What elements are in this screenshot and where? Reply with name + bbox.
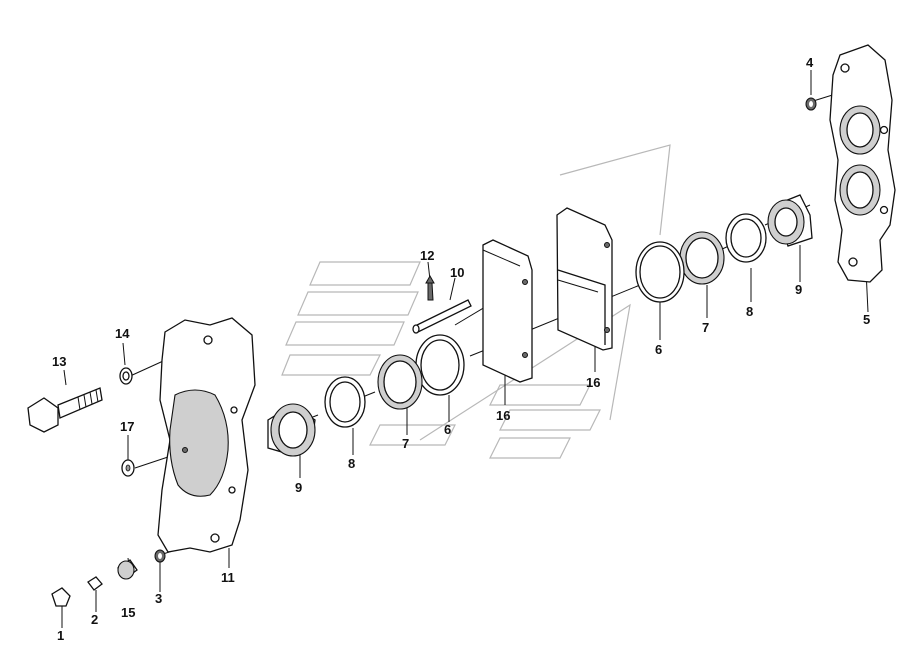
cap-1: [51, 587, 71, 607]
washer-17: [121, 459, 135, 477]
callout-4: 4: [806, 55, 814, 70]
callout-12: 12: [420, 248, 434, 263]
caliper-half-left: [157, 317, 256, 553]
caliper-half-right: [829, 44, 896, 283]
callout-3: 3: [155, 591, 162, 606]
callout-7-left: 7: [402, 436, 409, 451]
ring-8-left: [324, 376, 366, 428]
clip-12: [425, 274, 435, 301]
ring-8-right: [725, 213, 767, 263]
callout-9-left: 9: [295, 480, 302, 495]
callout-13: 13: [52, 354, 66, 369]
screw-2: [87, 576, 103, 591]
bleeder-15: [117, 559, 138, 580]
dust-seal-7-right: [679, 231, 725, 285]
seal-ring-4: [805, 97, 817, 111]
callout-1: 1: [57, 628, 64, 643]
washer-14: [119, 367, 133, 385]
callout-8-left: 8: [348, 456, 355, 471]
callout-16-right: 16: [586, 375, 600, 390]
watermark: [281, 144, 671, 459]
piston-right: [767, 194, 813, 247]
pad-pin-10: [412, 299, 472, 334]
callout-17: 17: [120, 419, 134, 434]
seal-6-right: [635, 241, 685, 303]
callout-2: 2: [91, 612, 98, 627]
seal-3: [154, 549, 166, 563]
callout-9-right: 9: [795, 282, 802, 297]
callout-5: 5: [863, 312, 870, 327]
dust-seal-7-left: [377, 354, 423, 410]
bolt-13: [27, 387, 103, 433]
callout-6-right: 6: [655, 342, 662, 357]
callout-15: 15: [121, 605, 135, 620]
piston-left: [267, 403, 316, 457]
callout-16-left: 16: [496, 408, 510, 423]
callout-14: 14: [115, 326, 130, 341]
callout-8-right: 8: [746, 304, 753, 319]
callout-10: 10: [450, 265, 464, 280]
callout-labels: 1 2 3 4 5 6 6 7 7 8 8 9 9 10 11 12 13 14…: [52, 55, 870, 643]
callout-11: 11: [221, 570, 235, 585]
callout-6-left: 6: [444, 422, 451, 437]
seal-6-left: [415, 334, 465, 396]
brake-pad-right: [556, 207, 613, 351]
brake-pad-left: [482, 239, 533, 383]
callout-7-right: 7: [702, 320, 709, 335]
